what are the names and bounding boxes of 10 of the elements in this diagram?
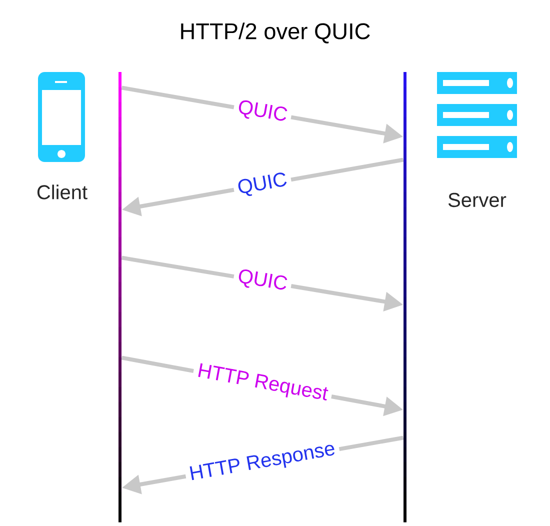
lifeline bbox=[118, 72, 122, 522]
lifeline bbox=[404, 72, 406, 522]
edge-label: QUIC bbox=[238, 270, 288, 290]
node-label: Server bbox=[448, 192, 506, 208]
title: HTTP/2 over QUIC bbox=[181, 22, 370, 44]
edge-label: QUIC bbox=[238, 172, 287, 196]
node-label: Client bbox=[37, 184, 88, 200]
edge-label: HTTP Request bbox=[198, 363, 328, 400]
edge-label: HTTP Response bbox=[190, 444, 335, 480]
edge-label: QUIC bbox=[238, 100, 288, 121]
